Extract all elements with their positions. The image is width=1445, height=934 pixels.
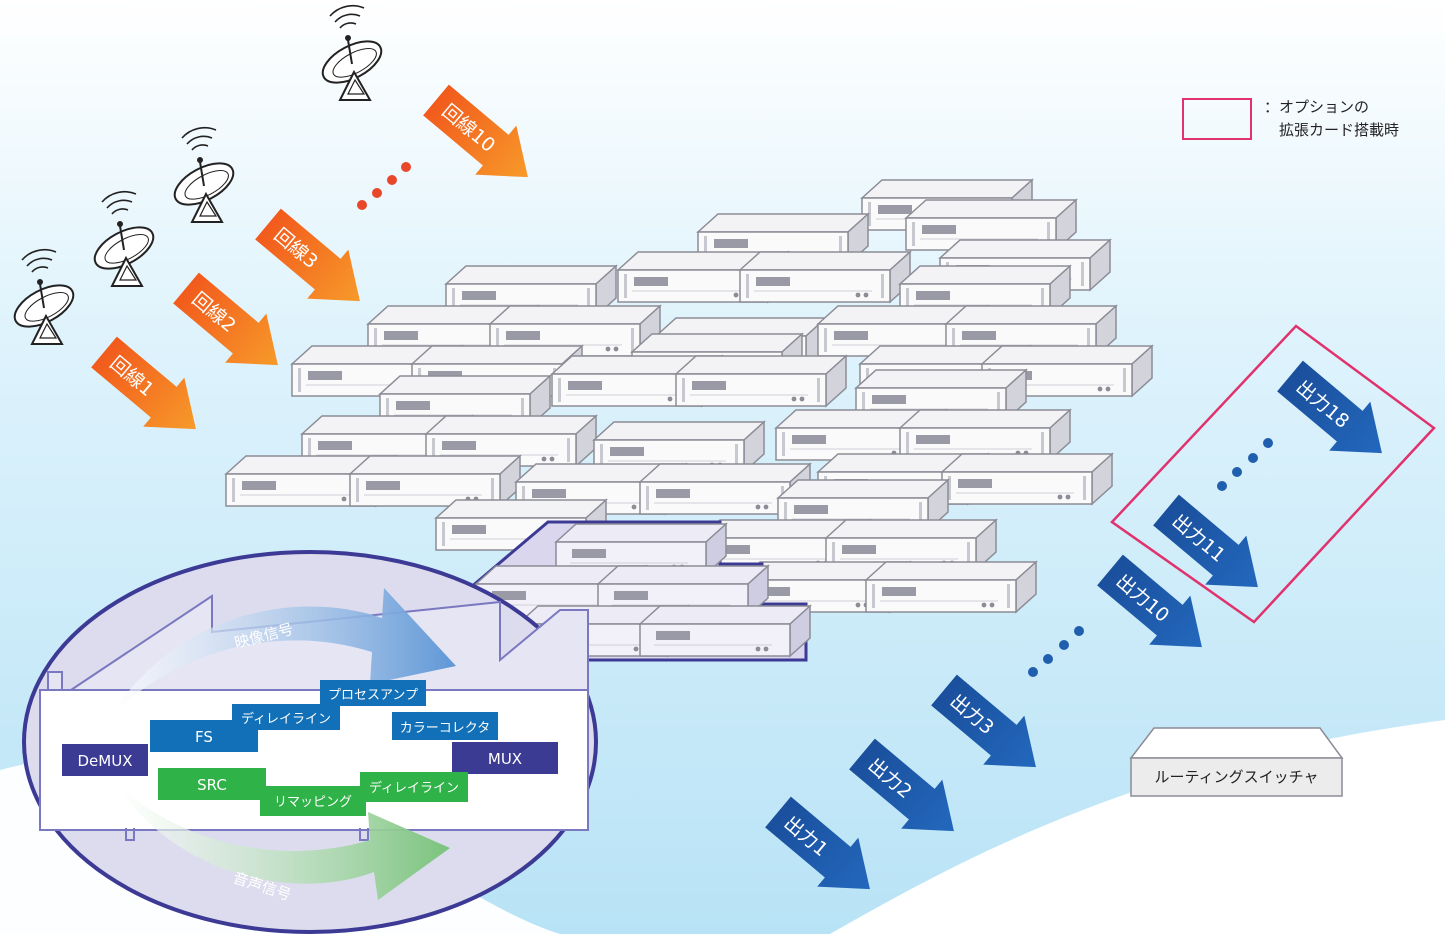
routing-switcher-label: ルーティングスイッチャ: [1154, 768, 1319, 786]
block-src-label: SRC: [197, 776, 227, 794]
block-delay-line-audio: ディレイライン: [360, 772, 468, 802]
routing-switcher-icon: [1129, 727, 1344, 797]
block-remapping: リマッピング: [260, 786, 366, 816]
routing-switcher: ルーティングスイッチャ: [1131, 728, 1342, 796]
block-delay-line-audio-label: ディレイライン: [369, 780, 459, 796]
block-process-amp-label: プロセスアンプ: [328, 688, 418, 703]
block-remapping-label: リマッピング: [274, 795, 352, 810]
ellipsis-dots-icon: [1217, 438, 1273, 491]
legend-text: ：オプションの 拡張カード搭載時: [1264, 96, 1399, 142]
legend-line-2: 拡張カード搭載時: [1264, 121, 1400, 139]
block-mux-label: MUX: [488, 750, 522, 768]
block-delay-line-video: ディレイライン: [232, 704, 340, 730]
block-demux: DeMUX: [62, 744, 148, 776]
block-fs-label: FS: [195, 728, 213, 746]
legend-line-1: ：オプションの: [1264, 98, 1370, 116]
block-delay-line-video-label: ディレイライン: [241, 711, 331, 727]
ellipsis-dots-icon: [1028, 626, 1084, 677]
block-mux: MUX: [452, 742, 558, 774]
block-src: SRC: [158, 768, 266, 800]
ellipsis-dots-icon: [357, 162, 411, 210]
option-card-frame: [1110, 324, 1436, 624]
block-color-corrector: カラーコレクタ: [392, 712, 498, 740]
legend: ：オプションの 拡張カード搭載時: [1182, 96, 1445, 144]
block-demux-label: DeMUX: [78, 752, 133, 770]
legend-swatch: [1182, 98, 1252, 140]
block-process-amp: プロセスアンプ: [320, 680, 426, 706]
detail-callout: 映像信号 音声信号 DeMUX FS ディレイライン プロセスアンプ カラーコレ…: [22, 550, 598, 934]
block-color-corrector-label: カラーコレクタ: [400, 721, 490, 736]
